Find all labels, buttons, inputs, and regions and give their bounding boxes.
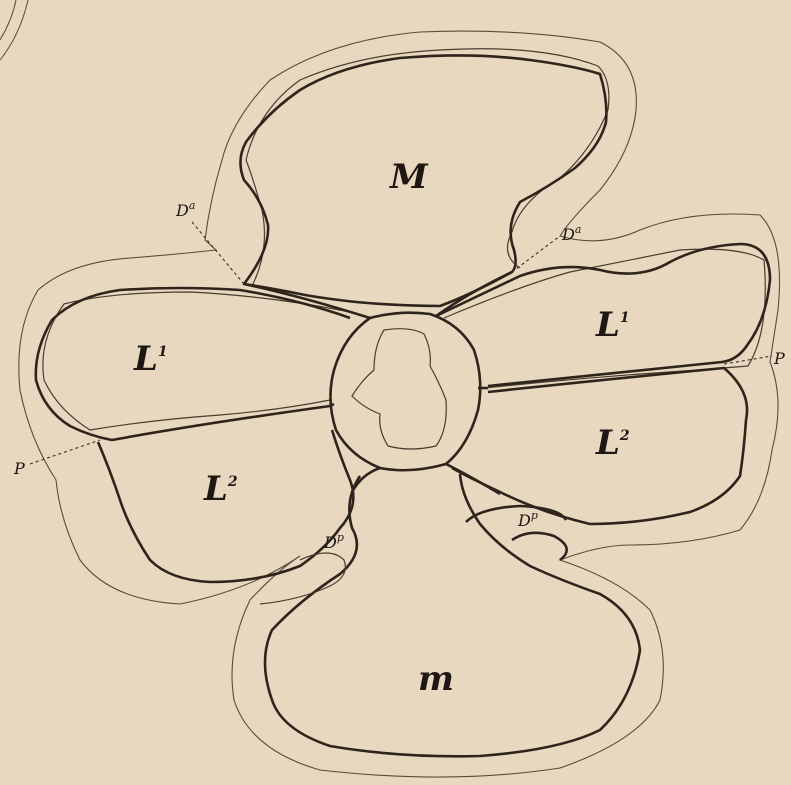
label-P-right: P [773,349,785,368]
junction-left [330,404,334,406]
label-M: M [389,157,429,197]
label-m: m [418,659,454,699]
label-P-left: P [13,459,25,478]
